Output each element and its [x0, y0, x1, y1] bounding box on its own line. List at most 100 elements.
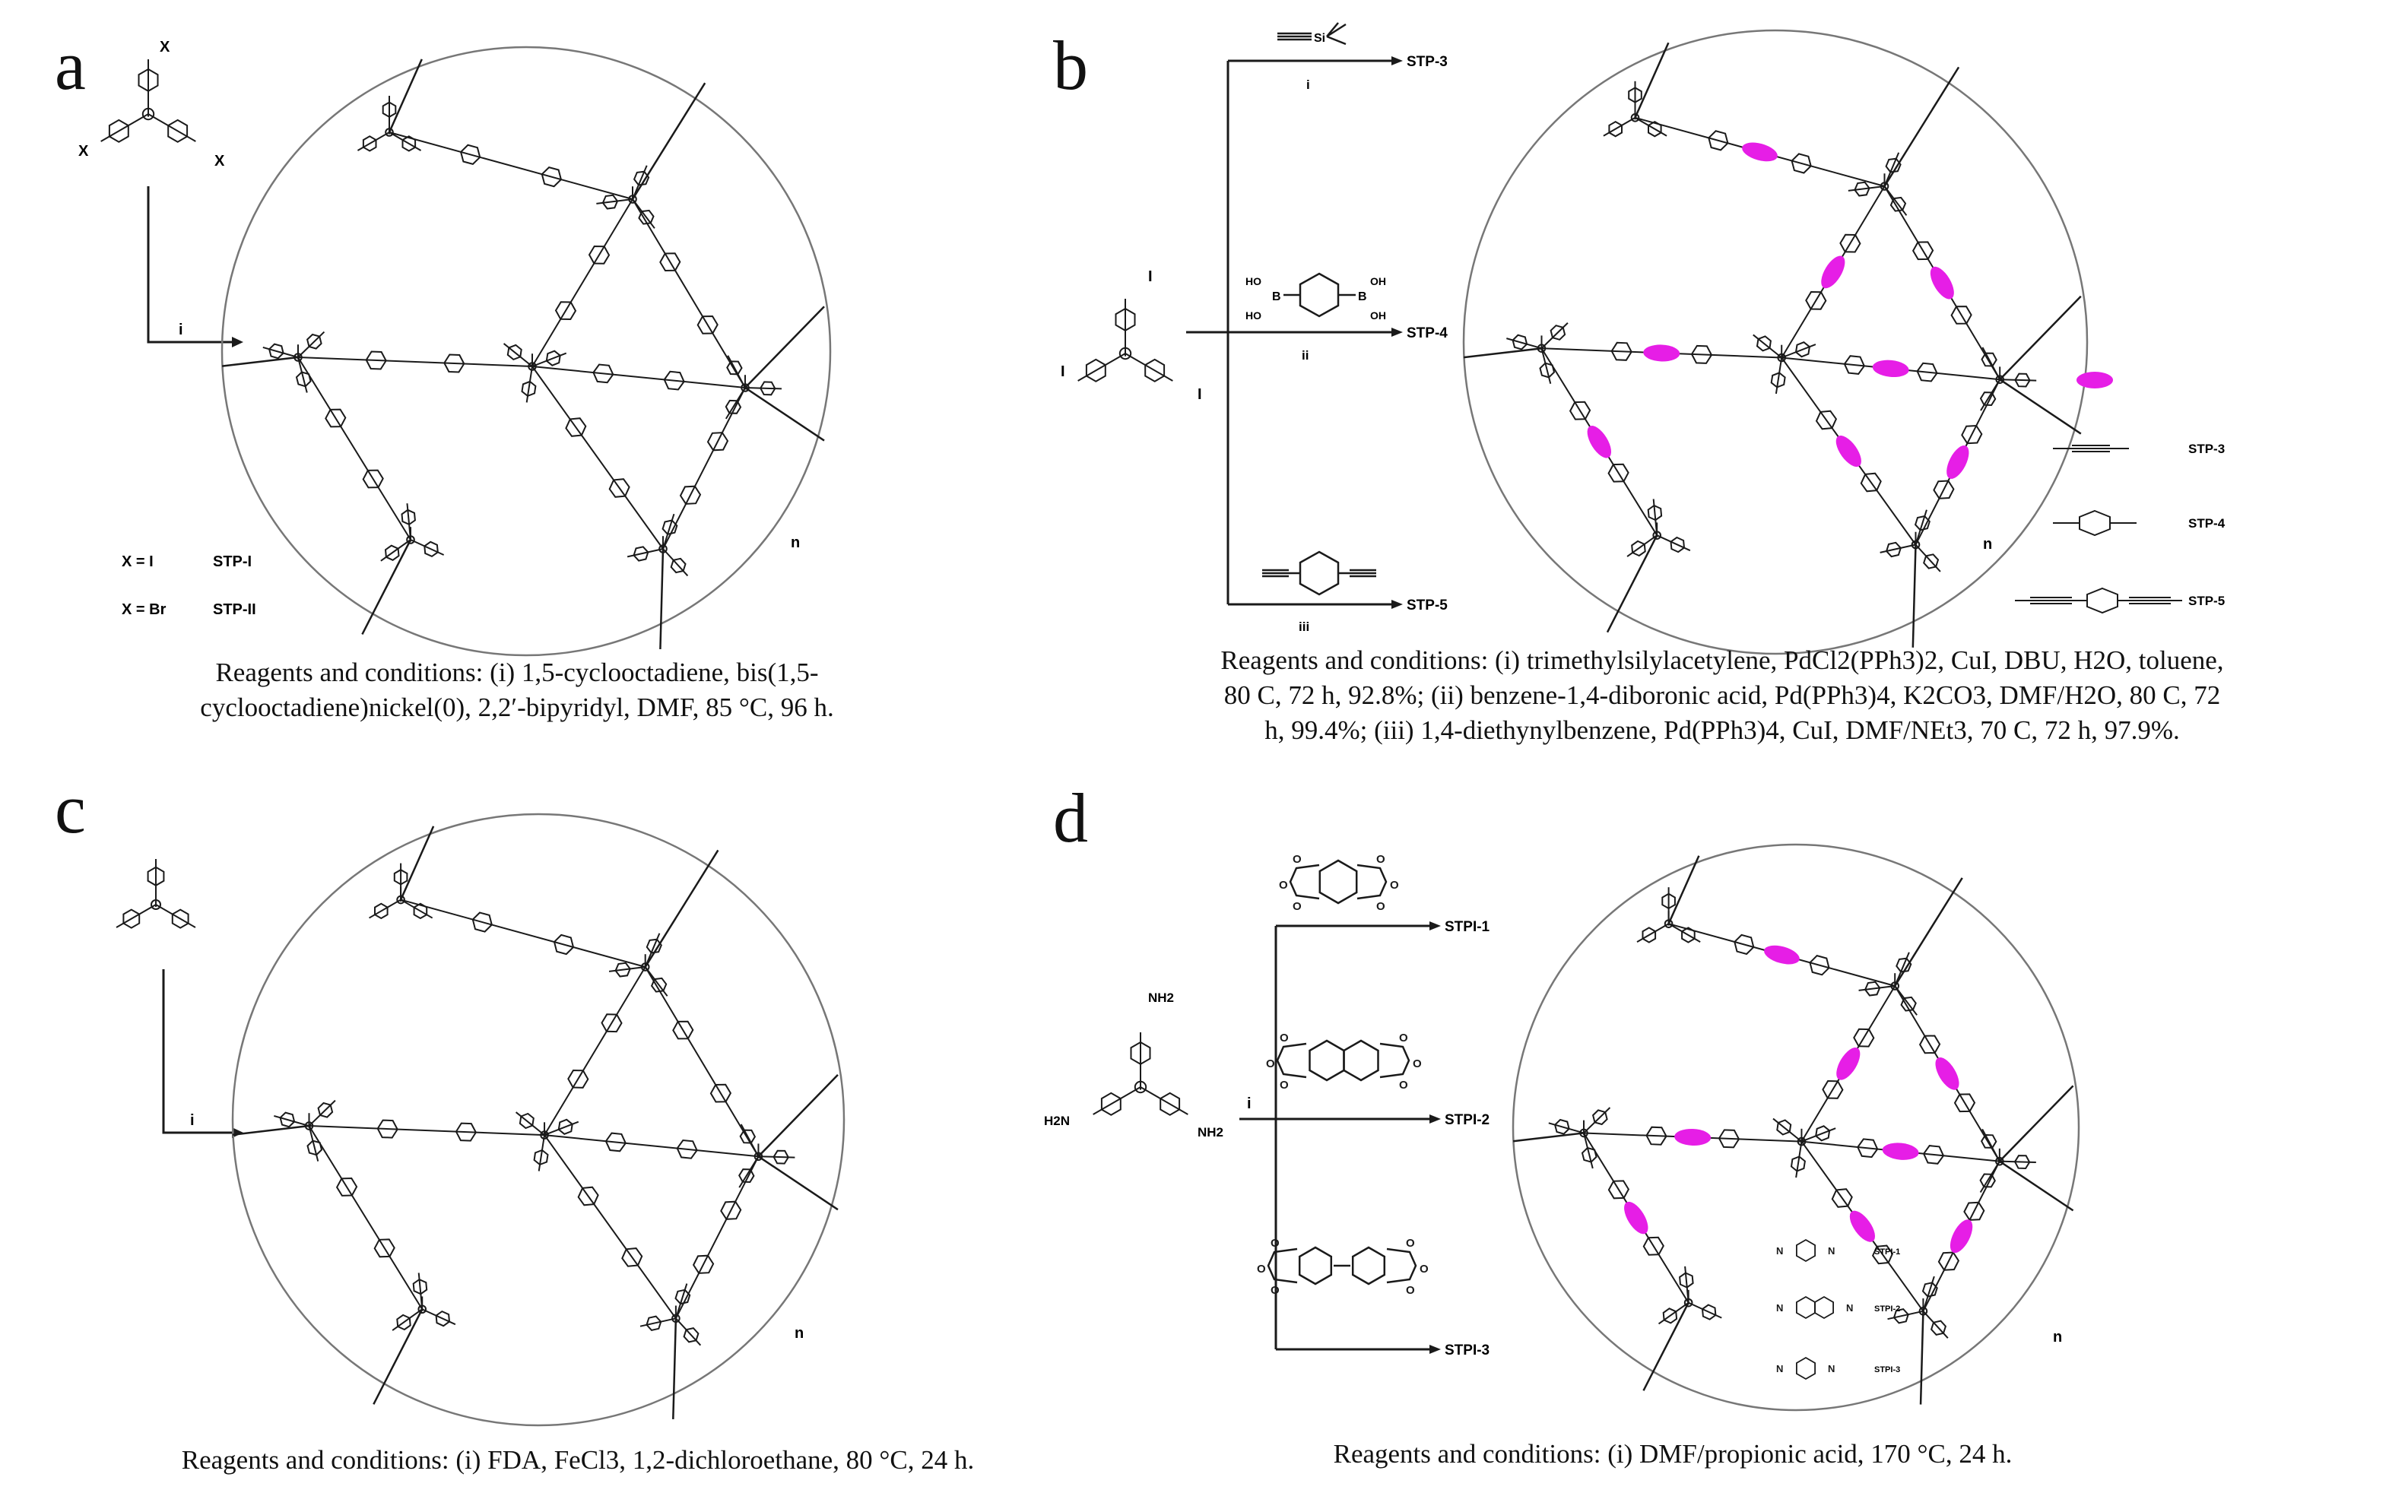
svg-text:O: O	[1376, 900, 1385, 913]
panel-b-caption: Reagents and conditions: (i) trimethylsi…	[1061, 643, 2384, 748]
panel-a-subst-right: X	[214, 153, 225, 170]
svg-text:O: O	[1420, 1263, 1429, 1276]
panel-a-caption-line-2: cyclooctadiene)nickel(0), 2,2′-bipyridyl…	[200, 693, 834, 722]
panel-d-label: d	[1053, 779, 1088, 857]
svg-text:O: O	[1271, 1237, 1280, 1250]
panel-b-oh-1: OH	[1370, 275, 1386, 287]
panel-a-caption-line-1: Reagents and conditions: (i) 1,5-cyclooc…	[215, 658, 819, 687]
panel-b-legend-stp3-bond	[2053, 445, 2129, 452]
svg-text:N: N	[1846, 1302, 1853, 1314]
panel-b-legend-stp5: STP-5	[2188, 594, 2225, 608]
panel-b-legend-stp5-bond	[2015, 587, 2182, 614]
panel-b-reagent-1: i	[1306, 78, 1310, 92]
panel-c-caption: Reagents and conditions: (i) FDA, FeCl3,…	[46, 1443, 1110, 1478]
panel-d-monomer	[1093, 1032, 1188, 1116]
panel-a-arrow	[147, 186, 232, 344]
panel-d-nh2-left: H2N	[1044, 1114, 1070, 1128]
svg-text:N: N	[1828, 1363, 1835, 1374]
panel-d-inset-2: STPI-2	[1874, 1304, 1900, 1314]
panel-b-reagent-diboronic	[1283, 272, 1356, 318]
panel-b-reagent-2: ii	[1302, 348, 1309, 363]
svg-text:O: O	[1293, 853, 1302, 866]
panel-d-product-1: STPI-1	[1445, 919, 1490, 935]
panel-b-caption-line-3: h, 99.4%; (iii) 1,4-diethynylbenzene, Pd…	[1264, 715, 2180, 745]
panel-a-monomer	[100, 59, 196, 143]
panel-c-arrow	[162, 969, 232, 1134]
panel-a-key-cond-1: X = I	[122, 553, 154, 570]
panel-b-product-3: STP-5	[1407, 598, 1448, 613]
panel-b-monomer	[1077, 299, 1173, 382]
panel-d-network	[1512, 843, 2080, 1412]
panel-d-caption-line-1: Reagents and conditions: (i) DMF/propion…	[1333, 1439, 2013, 1469]
panel-a-key-cond-2: X = Br	[122, 601, 167, 618]
panel-b-subst-right: I	[1198, 386, 1202, 403]
panel-b-subst-top: I	[1148, 268, 1153, 285]
panel-c-network	[231, 813, 845, 1427]
panel-c-caption-line-1: Reagents and conditions: (i) FDA, FeCl3,…	[181, 1445, 975, 1475]
panel-a-key-prod-1: STP-I	[213, 553, 252, 570]
svg-text:O: O	[1406, 1237, 1415, 1250]
svg-text:N: N	[1776, 1302, 1783, 1314]
svg-text:O: O	[1280, 1079, 1289, 1092]
panel-a-key-prod-2: STP-II	[213, 601, 256, 618]
panel-a-reagent: i	[179, 322, 183, 338]
svg-text:O: O	[1390, 879, 1399, 892]
panel-d-caption: Reagents and conditions: (i) DMF/propion…	[1186, 1437, 2159, 1472]
panel-d-product-2: STPI-2	[1445, 1112, 1490, 1128]
svg-text:O: O	[1257, 1263, 1266, 1276]
panel-b-repeat: n	[1983, 536, 1992, 553]
panel-c-monomer	[116, 859, 196, 929]
panel-b-ho-1: HO	[1245, 275, 1261, 287]
svg-text:N: N	[1828, 1245, 1835, 1257]
svg-text:O: O	[1266, 1057, 1275, 1070]
panel-b-reagent-tmsa	[1277, 22, 1347, 46]
panel-b-product-2: STP-4	[1407, 325, 1448, 341]
svg-text:O: O	[1376, 853, 1385, 866]
svg-text:O: O	[1399, 1032, 1408, 1044]
panel-c-reagent: i	[190, 1112, 195, 1129]
panel-a-subst-top: X	[160, 39, 170, 55]
panel-c-label: c	[55, 770, 86, 848]
panel-a-caption: Reagents and conditions: (i) 1,5-cyclooc…	[76, 655, 958, 725]
panel-b-legend-linker	[2076, 372, 2113, 388]
panel-b-network	[1462, 29, 2089, 655]
svg-text:O: O	[1279, 879, 1288, 892]
panel-b-product-1: STP-3	[1407, 54, 1448, 70]
panel-d-nh2-top: NH2	[1148, 991, 1174, 1005]
panel-c-repeat: n	[795, 1325, 804, 1342]
panel-b-caption-line-2: 80 C, 72 h, 92.8%; (ii) benzene-1,4-dibo…	[1223, 680, 2221, 710]
panel-b-legend-stp3: STP-3	[2188, 442, 2225, 456]
panel-d-reagent: i	[1247, 1095, 1252, 1112]
panel-b-legend-stp4-bond	[2053, 509, 2137, 537]
panel-d-inset-3: STPI-3	[1874, 1365, 1900, 1374]
svg-text:O: O	[1413, 1057, 1422, 1070]
panel-b-reagent-3: iii	[1299, 620, 1309, 634]
svg-text:O: O	[1406, 1284, 1415, 1297]
svg-text:N: N	[1776, 1245, 1783, 1257]
svg-text:N: N	[1776, 1363, 1783, 1374]
panel-a-network	[220, 46, 832, 657]
panel-d-repeat: n	[2053, 1329, 2062, 1346]
panel-d-product-3: STPI-3	[1445, 1342, 1490, 1358]
svg-text:O: O	[1399, 1079, 1408, 1092]
panel-a-subst-left: X	[78, 143, 89, 160]
panel-a-repeat: n	[791, 534, 800, 551]
panel-b-caption-line-1: Reagents and conditions: (i) trimethylsi…	[1220, 645, 2224, 675]
svg-text:O: O	[1271, 1284, 1280, 1297]
panel-b-subst-left: I	[1061, 363, 1065, 380]
panel-b-oh-2: OH	[1370, 309, 1386, 322]
svg-text:O: O	[1293, 900, 1302, 913]
panel-b-b-left: B	[1272, 290, 1281, 303]
panel-d-inset-structures: N N N N N N	[1776, 1238, 1853, 1380]
panel-b-label: b	[1053, 27, 1088, 104]
panel-b-ho-2: HO	[1245, 309, 1261, 322]
panel-b-b-right: B	[1358, 290, 1367, 303]
panel-b-legend-stp4: STP-4	[2188, 516, 2226, 531]
panel-d-inset-1: STPI-1	[1874, 1247, 1900, 1257]
panel-b-si: Si	[1314, 32, 1325, 45]
